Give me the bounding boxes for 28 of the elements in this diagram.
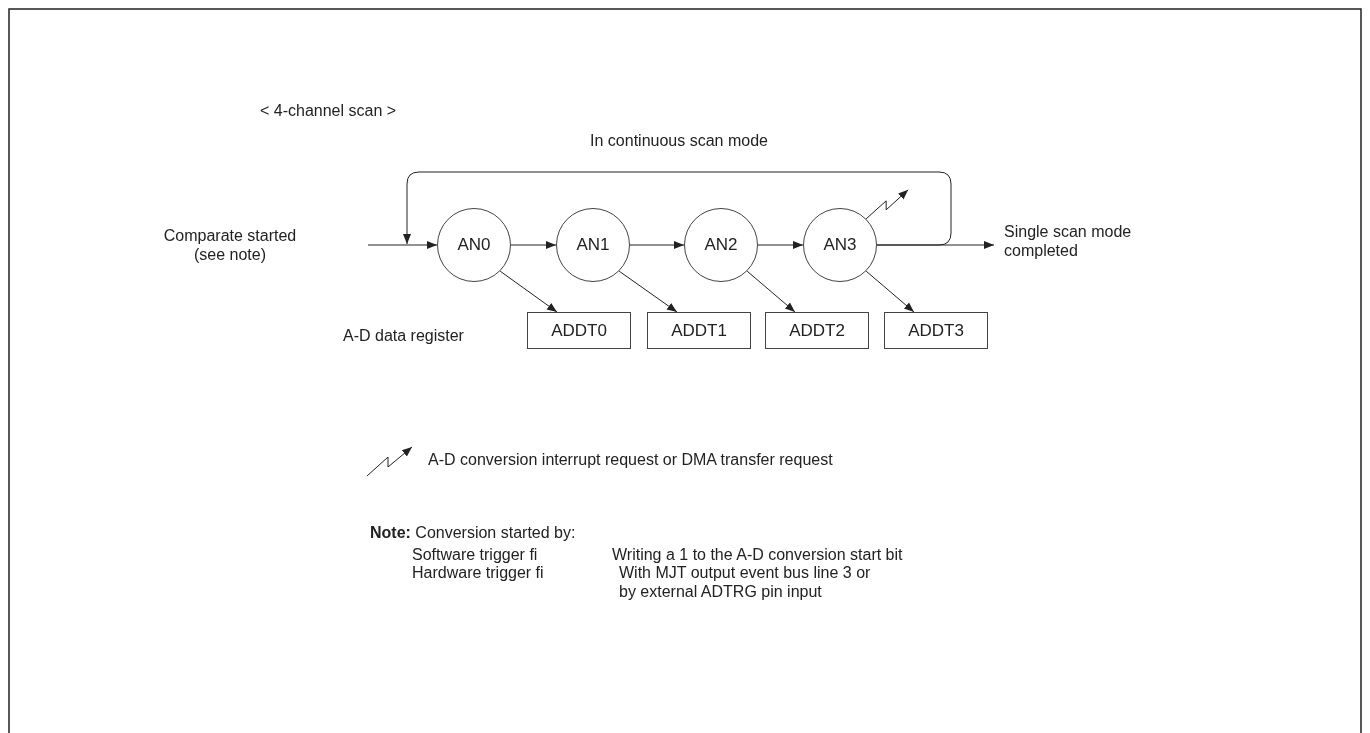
legend-text: A-D conversion interrupt request or DMA transfer request — [428, 450, 833, 469]
note-text: Note: Conversion started by: — [370, 523, 576, 542]
register-box: ADDT2 — [765, 312, 869, 349]
arrow — [629, 241, 685, 249]
arrow — [757, 241, 804, 249]
zigzag-arrow — [865, 189, 909, 220]
note-text: Writing a 1 to the A-D conversion start bit — [612, 545, 903, 564]
arrow — [499, 270, 558, 313]
arrow — [746, 270, 796, 313]
note-text: With MJT output event bus line 3 or by external ADTRG pin input — [619, 563, 872, 601]
arrow — [510, 241, 557, 249]
register-box: ADDT0 — [527, 312, 631, 349]
trigger-label: Hardware trigger fi — [412, 563, 544, 582]
arrow — [618, 270, 678, 313]
register-box: ADDT1 — [647, 312, 751, 349]
register-box: ADDT3 — [884, 312, 988, 349]
channel-circle: AN0 — [437, 208, 511, 282]
flow-label: Single scan mode completed — [1004, 222, 1204, 260]
register-caption: A-D data register — [343, 326, 464, 345]
trigger-label: Software trigger fi — [412, 545, 538, 564]
channel-circle: AN2 — [684, 208, 758, 282]
flow-label: Comparate started (see note) — [150, 226, 310, 264]
section-heading: < 4-channel scan > — [260, 101, 397, 120]
channel-circle: AN3 — [803, 208, 877, 282]
channel-circle: AN1 — [556, 208, 630, 282]
loop-arrow — [403, 171, 952, 246]
arrow — [865, 270, 915, 313]
arrow — [367, 241, 438, 249]
